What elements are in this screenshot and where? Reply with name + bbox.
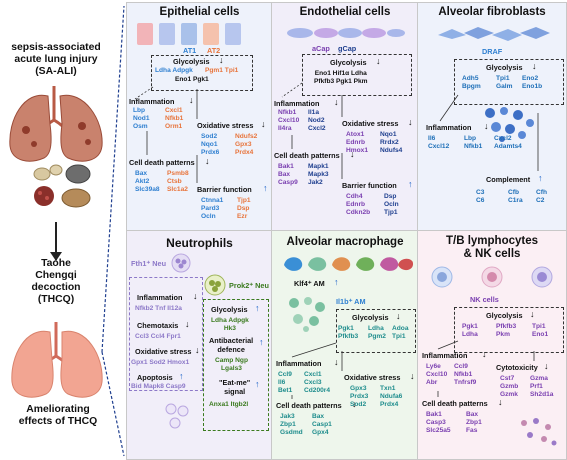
disease-title: sepsis-associated acute lung injury (SA-… [2,42,110,78]
gene-list: Gpx1 Sod2 Hmox1 [131,359,189,367]
up-arrow: ↑ [179,371,184,381]
connector-arrows [272,3,418,231]
glycolysis-label: Glycolysis [211,305,248,314]
up-arrow: ↑ [259,337,264,347]
gene-list: Anxa1 Itgb2l [209,401,248,409]
up-arrow: ↑ [255,379,260,389]
inflammation-label: Inflammation [137,293,182,302]
neutrophil-cluster-icon [163,401,193,431]
gene-list: Bid Mapk8 Casp9 [131,383,186,391]
panel-macrophage: Alveolar macrophage Klf4⁺ AM ↑ Il1b⁺ AM … [271,230,419,460]
connector-arrows [272,231,418,459]
connector-arrows [418,3,566,231]
apoptosis-label: Apoptosis [137,373,173,382]
gene-list: Nfkb2 Tnf Il12a [135,305,182,313]
neutrophil-icon [171,253,191,273]
eatme-label: "Eat-me" signal [219,379,250,396]
panel-title: Neutrophils [127,236,272,250]
down-arrow: ↓ [193,291,198,301]
panel-lymphocytes: T/B lymphocytes & NK cells NK cells Glyc… [417,230,567,460]
prok2-neu-label: Prok2⁺ Neu [229,281,269,290]
drug-title: Taohe Chengqi decoction (THCQ) [4,258,108,306]
lungs-injured-icon [4,80,110,166]
down-arrow: ↓ [195,345,200,355]
panel-epithelial: Epithelial cells AT1 AT2 Glycolysis ↓ Ld… [126,2,273,232]
lungs-healthy-icon [6,318,110,402]
fth1-neu-label: Fth1⁺ Neu [131,259,166,268]
herbs-icon [30,160,96,216]
effects-title: Ameliorating effects of THCQ [4,404,112,428]
up-arrow: ↑ [255,303,260,313]
panel-fibroblasts: Alveolar fibroblasts DRAF Glycolysis ↓ A… [417,2,567,232]
down-arrow: ↓ [185,319,190,329]
gene-list: Ldha Adpgk Hk3 [211,317,249,333]
gene-list: Ccl3 Ccl4 Fpr1 [135,333,181,341]
connector-arrows [418,231,566,459]
gene-list: Camp Ngp Lgals3 [215,357,248,373]
antibacterial-label: Antibacterial defence [209,337,253,354]
panel-endothelial: Endothelial cells aCap gCap Glycolysis ↓… [271,2,419,232]
oxidative-label: Oxidative stress [135,347,191,356]
chemotaxis-label: Chemotaxis [137,321,178,330]
prok2-neutrophil-icon [203,273,227,297]
connector-arrows [127,3,272,231]
panel-neutrophils: Neutrophils Fth1⁺ Neu Inflammation ↓ Nfk… [126,230,273,460]
